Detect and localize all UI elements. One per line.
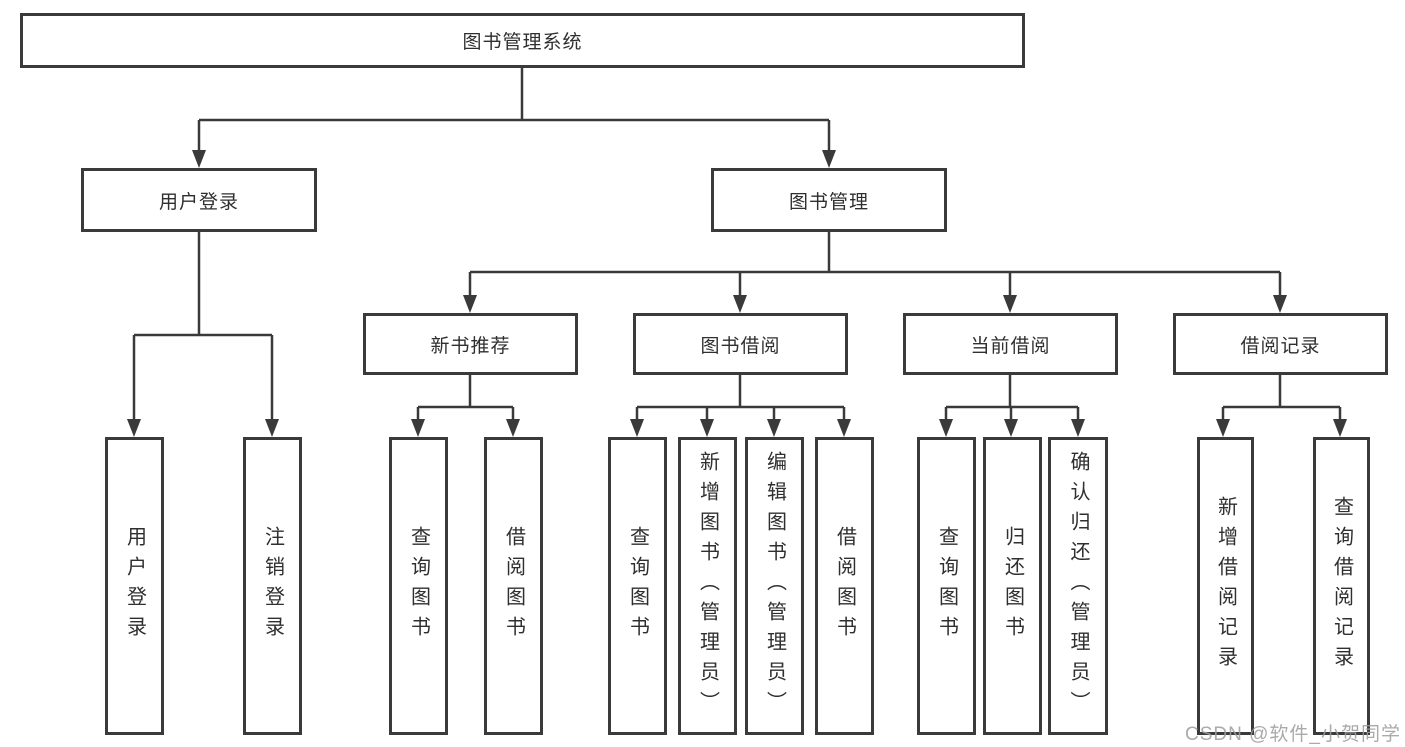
leaf-records-query-record-label: 查询借阅记录	[1330, 496, 1353, 676]
leaf-current-return-books: 归还图书	[983, 437, 1042, 735]
node-book-management-label: 图书管理	[788, 191, 869, 213]
leaf-current-confirm-return-admin-label: 确认归还（管理员）	[1067, 451, 1089, 721]
leaf-records-query-record: 查询借阅记录	[1313, 437, 1370, 735]
leaf-current-return-books-label: 归还图书	[1001, 526, 1024, 646]
node-new-book-recommend-label: 新书推荐	[430, 335, 511, 357]
node-new-book-recommend: 新书推荐	[363, 313, 578, 375]
connector-lines	[132, 68, 1342, 421]
leaf-borrow-add-books-admin: 新增图书（管理员）	[678, 437, 737, 735]
node-user-login: 用户登录	[81, 168, 317, 232]
node-book-borrow-label: 图书借阅	[700, 335, 781, 357]
leaf-borrow-add-books-admin-label: 新增图书（管理员）	[696, 451, 719, 721]
leaf-records-add-record: 新增借阅记录	[1197, 437, 1254, 735]
node-user-login-label: 用户登录	[158, 191, 239, 213]
leaf-logout: 注销登录	[243, 437, 302, 735]
leaf-borrow-edit-books-admin-label: 编辑图书（管理员）	[763, 451, 786, 721]
leaf-user-login-label: 用户登录	[123, 526, 146, 646]
leaf-borrow-query-books-label: 查询图书	[626, 526, 649, 646]
leaf-user-login: 用户登录	[105, 437, 164, 735]
leaf-records-add-record-label: 新增借阅记录	[1214, 496, 1237, 676]
node-borrow-records: 借阅记录	[1173, 313, 1388, 375]
node-current-borrow: 当前借阅	[903, 313, 1118, 375]
node-root-label: 图书管理系统	[462, 32, 583, 53]
leaf-newrec-borrow-books: 借阅图书	[484, 437, 543, 735]
csdn-watermark: CSDN @软件_小贺同学	[1185, 724, 1401, 745]
leaf-borrow-edit-books-admin: 编辑图书（管理员）	[745, 437, 804, 735]
leaf-newrec-query-books-label: 查询图书	[407, 526, 430, 646]
node-root: 图书管理系统	[20, 13, 1025, 68]
leaf-current-query-books-label: 查询图书	[935, 526, 958, 646]
leaf-borrow-borrow-books-label: 借阅图书	[833, 526, 856, 646]
leaf-current-confirm-return-admin: 确认归还（管理员）	[1048, 437, 1108, 735]
leaf-current-query-books: 查询图书	[917, 437, 976, 735]
node-book-management: 图书管理	[711, 168, 947, 232]
node-book-borrow: 图书借阅	[633, 313, 848, 375]
leaf-newrec-borrow-books-label: 借阅图书	[502, 526, 525, 646]
node-borrow-records-label: 借阅记录	[1240, 335, 1321, 357]
leaf-borrow-query-books: 查询图书	[608, 437, 667, 735]
leaf-borrow-borrow-books: 借阅图书	[815, 437, 874, 735]
leaf-logout-label: 注销登录	[261, 526, 284, 646]
node-current-borrow-label: 当前借阅	[970, 335, 1051, 357]
leaf-newrec-query-books: 查询图书	[389, 437, 448, 735]
